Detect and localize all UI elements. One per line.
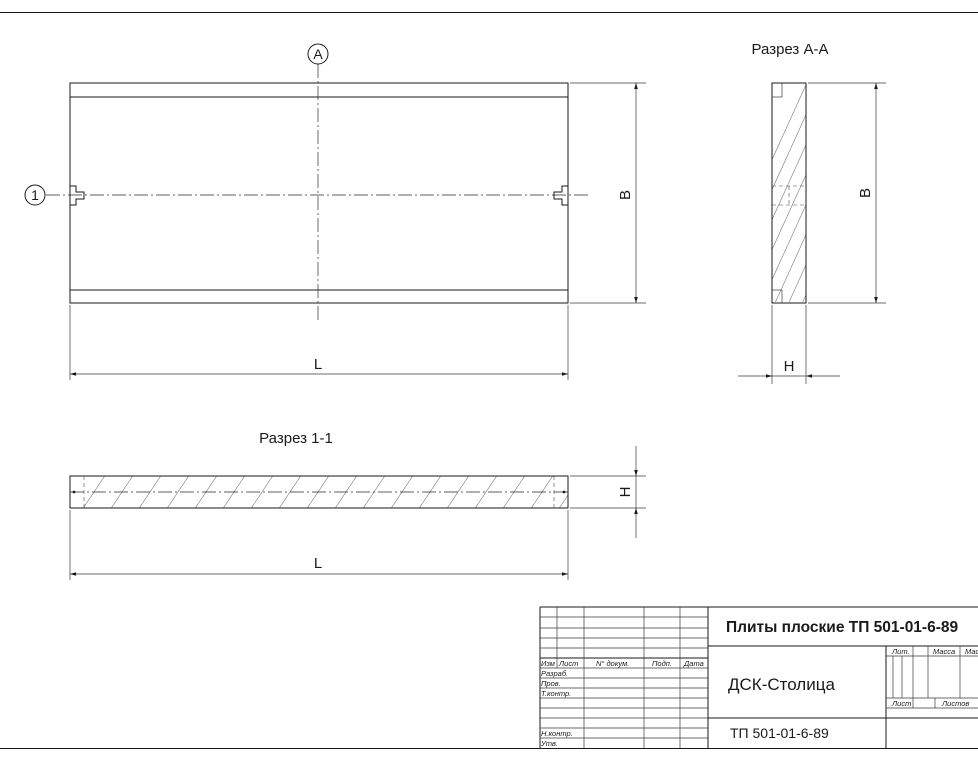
dimension-l-long-label: L — [314, 555, 322, 572]
section-aa-view — [771, 82, 807, 304]
tb-role-razrab: Разраб. — [541, 669, 568, 678]
tb-organization: ДСК-Столица — [728, 675, 835, 694]
dimension-l-long: L — [69, 510, 569, 580]
dimension-h-long-label: H — [617, 487, 634, 498]
tb-role-tkontr: Т.контр. — [541, 689, 571, 698]
section-11-title: Разрез 1-1 — [259, 430, 333, 447]
tb-header-izm: Изм — [541, 659, 555, 668]
tb-stage-massa: Масса — [933, 647, 955, 656]
tb-header-doc: N° докум. — [596, 659, 629, 668]
dimension-b-section: B — [808, 82, 886, 304]
tb-header-sign: Подп. — [652, 659, 672, 668]
tb-header-date: Дата — [683, 659, 704, 668]
dimension-h-section-label: H — [784, 358, 795, 375]
plan-view — [46, 64, 590, 322]
dimension-b-plan-label: B — [617, 190, 634, 200]
dimension-l-plan-label: L — [314, 356, 322, 373]
section-11-view — [69, 475, 569, 509]
dimension-l-plan: L — [69, 305, 569, 380]
tb-role-nkontr: Н.контр. — [541, 729, 573, 738]
section-aa-title: Разрез А-А — [752, 41, 829, 58]
dimension-h-section: H — [738, 305, 840, 384]
sheet-frame — [0, 12, 978, 749]
dimension-b-plan: B — [570, 82, 646, 304]
tb-stage-lit: Лит. — [891, 647, 910, 656]
dimension-b-section-label: B — [857, 188, 874, 198]
section-11-hatch — [82, 476, 568, 508]
axis-marker-a-label: A — [313, 46, 323, 62]
axis-marker-1-label: 1 — [31, 187, 39, 203]
tb-stage-masshtab: Масштаб — [965, 647, 978, 656]
tb-role-prov: Пров. — [541, 679, 561, 688]
tb-role-utv: Утв. — [540, 739, 558, 748]
tb-sheet-list: Лист — [891, 699, 911, 708]
dimension-h-long: H — [570, 446, 646, 538]
tb-code: ТП 501-01-6-89 — [730, 725, 829, 741]
tb-title: Плиты плоские ТП 501-01-6-89 — [726, 619, 958, 636]
axis-marker-1: 1 — [24, 184, 46, 206]
tb-header-list: Лист — [558, 659, 578, 668]
section-aa-hatch — [772, 86, 806, 302]
title-block: Изм Лист N° докум. Подп. Дата Разраб. Пр… — [539, 606, 978, 748]
axis-marker-a: A — [307, 43, 329, 65]
tb-sheet-listov: Листов — [941, 699, 969, 708]
